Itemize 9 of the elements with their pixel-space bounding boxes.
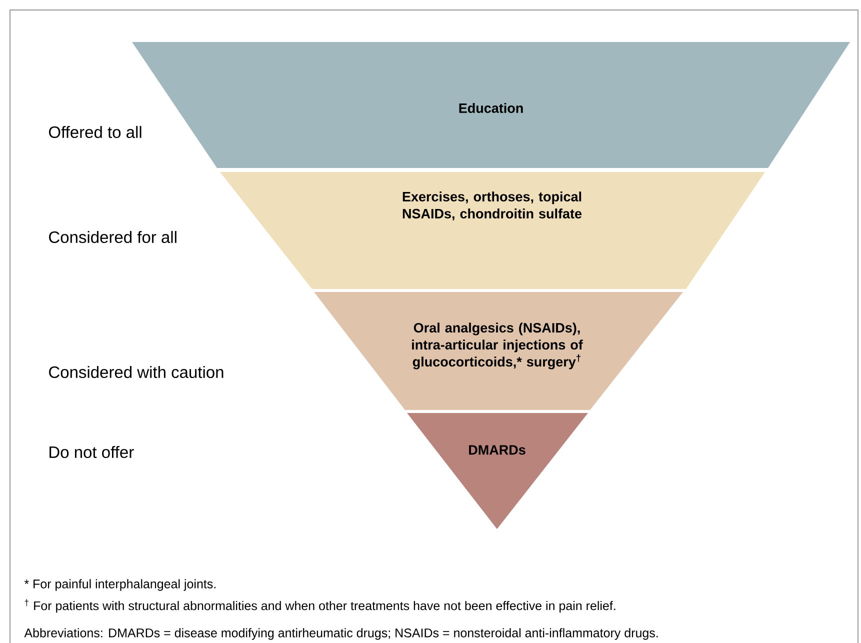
- footnote: * For painful interphalangeal joints.: [24, 579, 216, 591]
- side-label: Do not offer: [50, 446, 134, 458]
- side-label: Considered for all: [49, 230, 176, 244]
- footnote: Abbreviations: DMARDs = disease modifying antirheumatic drugs; NSAIDs = nonsteroidal anti-inflammatory drugs.: [24, 628, 658, 640]
- side-label: Considered with caution: [49, 366, 224, 378]
- funnel-band: Exercises, orthoses, topical NSAIDs, chondroitin sulfate: [220, 172, 765, 289]
- funnel-band: DMARDs: [407, 413, 588, 529]
- footnote: $^{†}$ For patients with structural abnormalities and when other treatments have not been effective in pain relief.: [24, 599, 616, 613]
- funnel-band: Oral analgesics (NSAIDs), intra-articular injections of glucocorticoids,* surgery$^{†}$: [314, 292, 683, 410]
